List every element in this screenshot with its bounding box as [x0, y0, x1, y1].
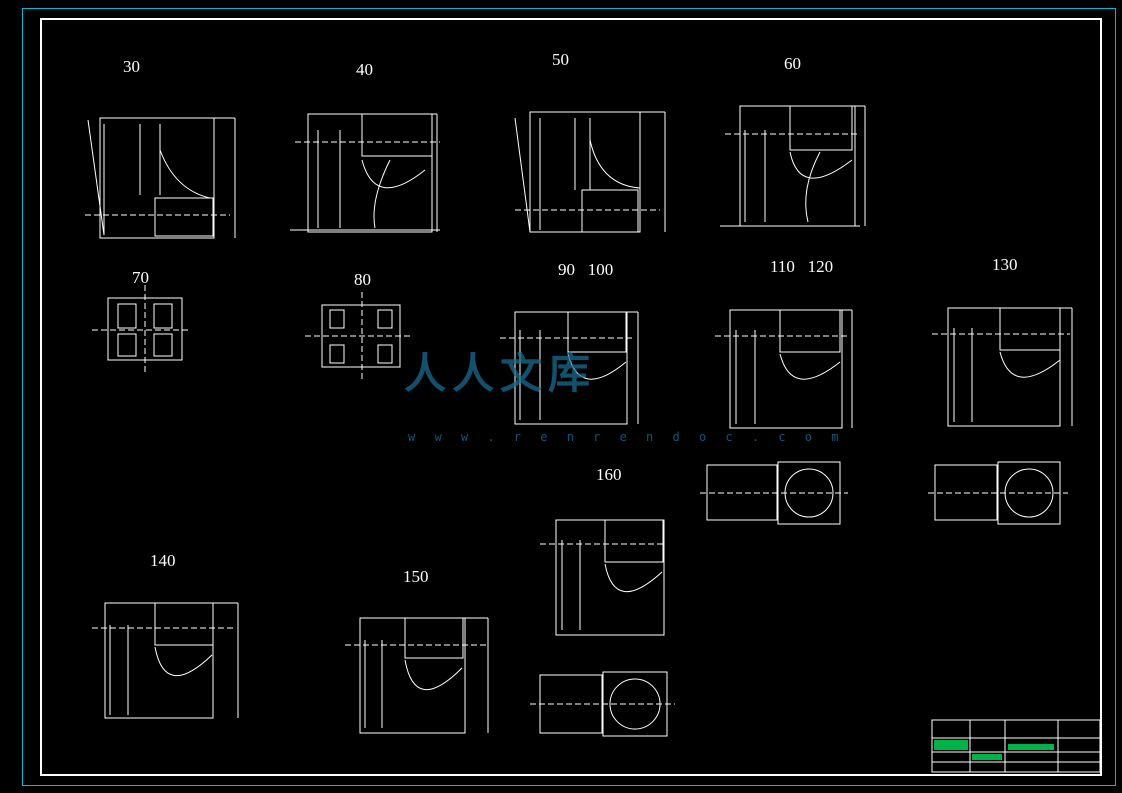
op-label-90-100: 90 100: [558, 260, 614, 279]
title-block-grid: [931, 719, 1101, 773]
op-label-140: 140: [150, 551, 176, 570]
sketch-op150: [345, 617, 489, 734]
op-label-40: 40: [356, 60, 373, 79]
op-label-160: 160: [596, 465, 622, 484]
drawing-outer-frame: [22, 8, 1116, 786]
sketch-op110-120: [700, 309, 853, 525]
sketch-op140: [92, 602, 239, 719]
op-label-130: 130: [992, 255, 1018, 274]
op-label-50: 50: [552, 50, 569, 69]
sketch-op60: [720, 105, 866, 227]
sketch-op30: [85, 117, 236, 239]
title-block-cells: [934, 740, 1054, 760]
sketch-op40: [290, 113, 440, 233]
op-label-110-120: 110 120: [770, 257, 834, 276]
sketch-op130: [928, 307, 1073, 525]
op-label-150: 150: [403, 567, 429, 586]
sketch-op90-100: [500, 311, 639, 425]
watermark-url: w w w . r e n r e n d o c . c o m: [408, 430, 845, 444]
drawing-inner-frame: [40, 18, 1102, 776]
sketch-op70: [92, 285, 190, 372]
op-label-60: 60: [784, 54, 801, 73]
op-label-70: 70: [132, 268, 149, 287]
sketch-op80: [305, 292, 410, 380]
op-label-80: 80: [354, 270, 371, 289]
op-label-30: 30: [123, 57, 140, 76]
sketch-op50: [514, 111, 666, 233]
sketch-op160: [530, 519, 675, 737]
watermark-logo: 人人文库: [404, 349, 597, 398]
